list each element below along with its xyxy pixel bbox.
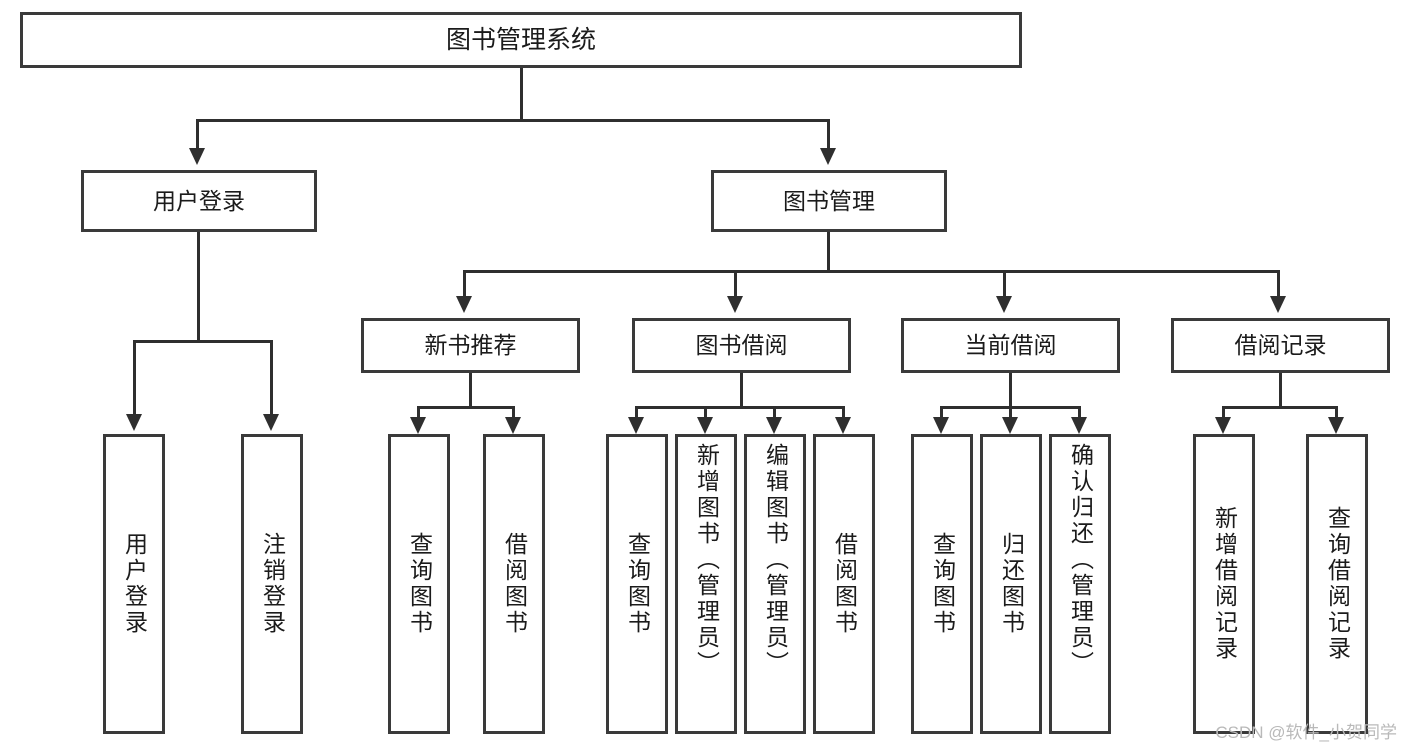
node-user-login[interactable]: 用户登录	[81, 170, 317, 232]
connector-nb-to-leaf-2	[512, 406, 515, 418]
connector-br-to-leaf-1	[1222, 406, 1225, 418]
leaf-label: 用户登录	[121, 532, 148, 636]
connector-bb-to-leaf-2	[704, 406, 707, 418]
leaf-label: 借阅图书	[831, 532, 858, 636]
connector-br-to-leaf-2	[1335, 406, 1338, 418]
node-label: 当前借阅	[964, 332, 1057, 359]
arrow-bb-to-leaf-1	[628, 417, 644, 434]
leaf-label: 注销登录	[259, 532, 286, 636]
leaf-label: 查询借阅记录	[1324, 506, 1351, 662]
connector-user-login-stem	[197, 232, 200, 340]
arrow-cb-to-leaf-2	[1002, 417, 1018, 434]
leaf-label: 借阅图书	[501, 532, 528, 636]
connector-root-to-book-management	[827, 119, 830, 149]
arrow-root-to-user-login	[189, 148, 205, 165]
arrow-br-to-leaf-1	[1215, 417, 1231, 434]
arrow-bb-to-leaf-4	[835, 417, 851, 434]
leaf-label: 查询图书	[406, 532, 433, 636]
connector-cb-to-leaf-3	[1078, 406, 1081, 418]
connector-book-management-stem	[827, 232, 830, 270]
arrow-bm-to-current-borrow	[996, 296, 1012, 313]
leaf-user-login[interactable]: 用户登录	[103, 434, 165, 734]
connector-book-borrow-stem	[740, 373, 743, 406]
leaf-label: 查询图书	[624, 532, 651, 636]
node-borrow-record[interactable]: 借阅记录	[1171, 318, 1390, 373]
leaf-label: 新增借阅记录	[1211, 506, 1238, 662]
leaf-query-book-bb[interactable]: 查询图书	[606, 434, 668, 734]
node-label: 新书推荐	[424, 332, 517, 359]
leaf-query-borrow-record[interactable]: 查询借阅记录	[1306, 434, 1368, 734]
connector-user-login-bus	[133, 340, 272, 343]
arrow-bm-to-borrow-record	[1270, 296, 1286, 313]
arrow-cb-to-leaf-1	[933, 417, 949, 434]
connector-bb-to-leaf-1	[635, 406, 638, 418]
leaf-borrow-book-nb[interactable]: 借阅图书	[483, 434, 545, 734]
node-label: 图书管理系统	[445, 25, 596, 54]
connector-bb-to-leaf-4	[842, 406, 845, 418]
leaf-add-borrow-record[interactable]: 新增借阅记录	[1193, 434, 1255, 734]
leaf-query-book-nb[interactable]: 查询图书	[388, 434, 450, 734]
connector-cb-to-leaf-2	[1009, 406, 1012, 418]
leaf-label: 编辑图书（管理员）	[762, 443, 789, 677]
connector-borrow-record-stem	[1279, 373, 1282, 406]
connector-nb-to-leaf-1	[417, 406, 420, 418]
leaf-label: 查询图书	[929, 532, 956, 636]
node-label: 用户登录	[153, 187, 245, 214]
leaf-return-book[interactable]: 归还图书	[980, 434, 1042, 734]
connector-current-borrow-stem	[1009, 373, 1012, 406]
node-label: 图书管理	[783, 187, 875, 214]
leaf-confirm-return-admin[interactable]: 确认归还（管理员）	[1049, 434, 1111, 734]
node-book-borrow[interactable]: 图书借阅	[632, 318, 851, 373]
connector-user-login-to-leaf-2	[270, 340, 273, 415]
leaf-label: 新增图书（管理员）	[693, 443, 720, 677]
arrow-bb-to-leaf-3	[766, 417, 782, 434]
leaf-query-book-cb[interactable]: 查询图书	[911, 434, 973, 734]
leaf-label: 归还图书	[998, 532, 1025, 636]
arrow-bm-to-new-book	[456, 296, 472, 313]
connector-user-login-to-leaf-1	[133, 340, 136, 415]
node-current-borrow[interactable]: 当前借阅	[901, 318, 1120, 373]
leaf-add-book-admin[interactable]: 新增图书（管理员）	[675, 434, 737, 734]
arrow-cb-to-leaf-3	[1071, 417, 1087, 434]
connector-root-bus	[196, 119, 830, 122]
node-label: 借阅记录	[1234, 332, 1327, 359]
node-root-book-management-system[interactable]: 图书管理系统	[20, 12, 1022, 68]
watermark-text: CSDN @软件_小贺同学	[1215, 723, 1397, 742]
connector-new-book-stem	[469, 373, 472, 406]
leaf-borrow-book-bb[interactable]: 借阅图书	[813, 434, 875, 734]
leaf-label: 确认归还（管理员）	[1067, 443, 1094, 677]
arrow-br-to-leaf-2	[1328, 417, 1344, 434]
connector-root-to-user-login	[196, 119, 199, 149]
leaf-edit-book-admin[interactable]: 编辑图书（管理员）	[744, 434, 806, 734]
connector-root-stem	[520, 68, 523, 119]
arrow-nb-to-leaf-1	[410, 417, 426, 434]
connector-bm-to-borrow-record	[1277, 270, 1280, 297]
connector-new-book-bus	[417, 406, 515, 409]
leaf-logout[interactable]: 注销登录	[241, 434, 303, 734]
arrow-root-to-book-management	[820, 148, 836, 165]
connector-bb-to-leaf-3	[773, 406, 776, 418]
connector-borrow-record-bus	[1222, 406, 1338, 409]
arrow-user-login-to-leaf-1	[126, 414, 142, 431]
connector-book-management-bus	[463, 270, 1280, 273]
arrow-bm-to-book-borrow	[727, 296, 743, 313]
node-new-book-recommend[interactable]: 新书推荐	[361, 318, 580, 373]
connector-cb-to-leaf-1	[940, 406, 943, 418]
connector-bm-to-book-borrow	[734, 270, 737, 297]
connector-book-borrow-bus	[635, 406, 845, 409]
arrow-user-login-to-leaf-2	[263, 414, 279, 431]
node-book-management[interactable]: 图书管理	[711, 170, 947, 232]
arrow-nb-to-leaf-2	[505, 417, 521, 434]
arrow-bb-to-leaf-2	[697, 417, 713, 434]
connector-bm-to-current-borrow	[1003, 270, 1006, 297]
node-label: 图书借阅	[695, 332, 788, 359]
connector-bm-to-new-book	[463, 270, 466, 297]
